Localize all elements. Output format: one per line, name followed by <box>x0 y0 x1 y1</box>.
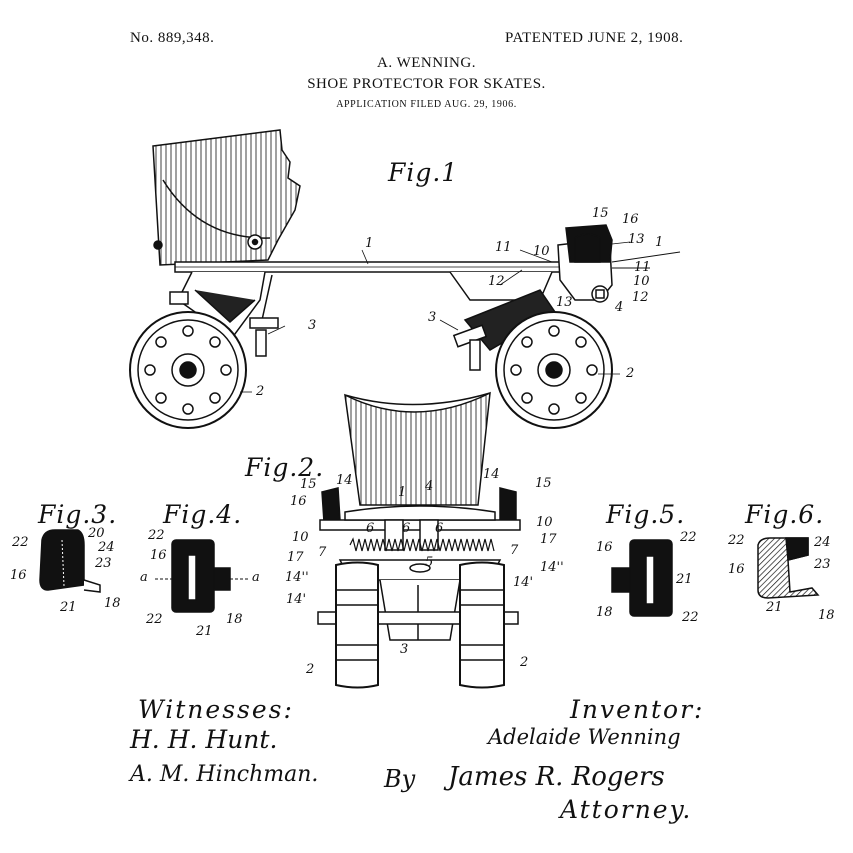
ref-numeral: 22 <box>12 535 29 550</box>
witnesses-label: Witnesses: <box>138 695 294 724</box>
ref-numeral: 21 <box>676 572 693 587</box>
ref-numeral: 3 <box>428 310 437 325</box>
ref-numeral: 20 <box>88 526 105 541</box>
ref-numeral: 21 <box>196 624 213 639</box>
ref-numeral: 15 <box>535 476 552 491</box>
ref-numeral: a <box>252 570 260 585</box>
inventor-name: A. WENNING. <box>377 55 476 71</box>
application-filed: APPLICATION FILED AUG. 29, 1906. <box>336 99 517 110</box>
ref-numeral: 18 <box>104 596 121 611</box>
patented-date: PATENTED JUNE 2, 1908. <box>505 30 684 46</box>
ref-numeral: 18 <box>226 612 243 627</box>
fig2-skate-rear-view <box>317 391 521 689</box>
ref-numeral: 14'' <box>540 560 564 575</box>
fig1-label: Fig.1 <box>388 158 459 187</box>
fig5-label: Fig.5. <box>606 500 686 529</box>
ref-numeral: 24 <box>814 535 831 550</box>
ref-numeral: 10 <box>633 274 650 289</box>
fig1-skate-side-view <box>129 129 681 429</box>
ref-numeral: 17 <box>287 550 304 565</box>
ref-numeral: 22 <box>682 610 699 625</box>
attorney-signature: James R. Rogers <box>448 762 665 792</box>
fig2-label: Fig.2. <box>245 453 325 482</box>
ref-numeral: 16 <box>290 494 307 509</box>
ref-numeral: 2 <box>626 366 635 381</box>
ref-numeral: 22 <box>146 612 163 627</box>
ref-numeral: 13 <box>556 295 573 310</box>
ref-numeral: 6 <box>402 521 411 536</box>
ref-numeral: 11 <box>495 240 512 255</box>
ref-numeral: 22 <box>728 533 745 548</box>
ref-numeral: 6 <box>366 521 375 536</box>
ref-numeral: 23 <box>814 557 831 572</box>
ref-numeral: 10 <box>536 515 553 530</box>
inventor-label: Inventor: <box>570 695 705 724</box>
ref-numeral: 15 <box>300 477 317 492</box>
fig5-protector-rear <box>611 539 673 617</box>
fig4-label: Fig.4. <box>163 500 243 529</box>
ref-numeral: 21 <box>60 600 77 615</box>
ref-numeral: 2 <box>256 384 265 399</box>
ref-numeral: 10 <box>533 244 550 259</box>
witness2-signature: A. M. Hinchman. <box>130 762 319 787</box>
ref-numeral: 16 <box>596 540 613 555</box>
ref-numeral: 13 <box>628 232 645 247</box>
ref-numeral: 10 <box>292 530 309 545</box>
by-label: By <box>384 765 416 793</box>
fig6-label: Fig.6. <box>745 500 825 529</box>
ref-numeral: 14' <box>513 575 534 590</box>
ref-numeral: 6 <box>435 521 444 536</box>
ref-numeral: 18 <box>596 605 613 620</box>
ref-numeral: 7 <box>318 545 327 560</box>
ref-numeral: 21 <box>766 600 783 615</box>
ref-numeral: 17 <box>540 532 557 547</box>
ref-numeral: 7 <box>510 543 519 558</box>
ref-numeral: 4 <box>425 479 434 494</box>
fig3-label: Fig.3. <box>38 500 118 529</box>
ref-numeral: a <box>140 570 148 585</box>
ref-numeral: 16 <box>728 562 745 577</box>
witness1-signature: H. H. Hunt. <box>130 725 278 754</box>
ref-numeral: 16 <box>150 548 167 563</box>
fig6-protector-cross-section <box>757 537 820 599</box>
ref-numeral: 18 <box>818 608 835 623</box>
ref-numeral: 14'' <box>285 570 309 585</box>
ref-numeral: 5 <box>425 555 434 570</box>
ref-numeral: 16 <box>622 212 639 227</box>
ref-numeral: 15 <box>592 206 609 221</box>
patent-number: No. 889,348. <box>130 30 215 46</box>
ref-numeral: 22 <box>680 530 697 545</box>
ref-numeral: 12 <box>488 274 505 289</box>
ref-numeral: 1 <box>398 485 407 500</box>
ref-numeral: 24 <box>98 540 115 555</box>
patent-title: SHOE PROTECTOR FOR SKATES. <box>307 76 546 92</box>
ref-numeral: 1 <box>655 235 664 250</box>
ref-numeral: 2 <box>306 662 315 677</box>
attorney-label: Attorney. <box>560 795 693 824</box>
ref-numeral: 2 <box>520 655 529 670</box>
ref-numeral: 1 <box>365 236 374 251</box>
fig4-protector-front <box>155 539 250 613</box>
ref-numeral: 4 <box>615 300 624 315</box>
ref-numeral: 14' <box>286 592 307 607</box>
inventor-signature: Adelaide Wenning <box>488 725 681 749</box>
ref-numeral: 3 <box>400 642 409 657</box>
ref-numeral: 11 <box>634 260 651 275</box>
ref-numeral: 14 <box>483 467 500 482</box>
ref-numeral: 22 <box>148 528 165 543</box>
ref-numeral: 12 <box>632 290 649 305</box>
ref-numeral: 16 <box>10 568 27 583</box>
ref-numeral: 23 <box>95 556 112 571</box>
fig3-protector-section <box>39 529 101 593</box>
ref-numeral: 14 <box>336 473 353 488</box>
ref-numeral: 3 <box>308 318 317 333</box>
